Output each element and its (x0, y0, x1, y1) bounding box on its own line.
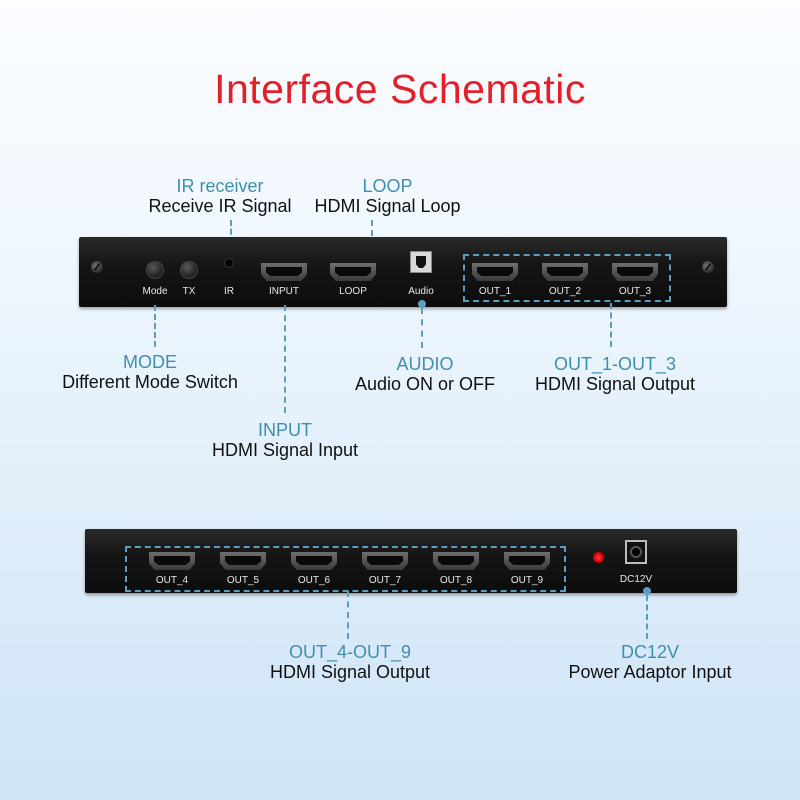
out-6-label: OUT_6 (297, 575, 331, 586)
dc-power-jack[interactable] (625, 540, 647, 564)
label-dc: DC12V Power Adaptor Input (555, 642, 745, 682)
out-4-9-highlight (125, 546, 566, 592)
hdmi-loop-port[interactable] (330, 263, 376, 281)
label-out13: OUT_1-OUT_3 HDMI Signal Output (520, 354, 710, 394)
out-8-label: OUT_8 (439, 575, 473, 586)
label-mode: MODE Different Mode Switch (50, 352, 250, 392)
out-1-label: OUT_1 (478, 286, 512, 297)
audio-label: Audio (408, 286, 434, 297)
hdmi-out-9-port[interactable] (504, 552, 550, 570)
label-audio: AUDIO Audio ON or OFF (340, 354, 510, 394)
ir-receiver-icon (225, 259, 233, 267)
label-out49-desc: HDMI Signal Output (269, 662, 431, 683)
dc-bullet (643, 587, 651, 595)
label-audio-desc: Audio ON or OFF (354, 374, 496, 395)
hdmi-input-port[interactable] (261, 263, 307, 281)
dc-label: DC12V (619, 574, 653, 585)
label-dc-desc: Power Adaptor Input (568, 662, 732, 683)
label-dc-key: DC12V (620, 642, 680, 662)
hdmi-out-8-port[interactable] (433, 552, 479, 570)
label-input-key: INPUT (258, 420, 312, 440)
label-ir-desc: Receive IR Signal (148, 196, 292, 217)
label-out49-key: OUT_4-OUT_9 (288, 642, 412, 662)
label-loop-desc: HDMI Signal Loop (314, 196, 461, 217)
label-loop-key: LOOP (362, 176, 413, 196)
label-mode-key: MODE (123, 352, 177, 372)
hdmi-out-5-port[interactable] (220, 552, 266, 570)
label-out13-key: OUT_1-OUT_3 (553, 354, 677, 374)
out-5-label: OUT_5 (226, 575, 260, 586)
audio-connector (421, 308, 423, 348)
device-panel-rear: OUT_4 OUT_5 OUT_6 OUT_7 OUT_8 OUT_9 DC12… (85, 529, 737, 593)
out-4-label: OUT_4 (155, 575, 189, 586)
loop-label: LOOP (339, 286, 367, 297)
out-1-3-highlight (463, 254, 671, 302)
out-2-label: OUT_2 (548, 286, 582, 297)
page-title: Interface Schematic (214, 66, 586, 112)
out49-connector (347, 591, 349, 639)
label-mode-desc: Different Mode Switch (62, 372, 238, 393)
input-label: INPUT (269, 286, 299, 297)
label-input: INPUT HDMI Signal Input (195, 420, 375, 460)
label-ir-key: IR receiver (176, 176, 264, 196)
label-ir: IR receiver Receive IR Signal (140, 176, 300, 216)
tx-button[interactable] (180, 261, 198, 279)
mode-label: Mode (142, 286, 168, 297)
hdmi-out-1-port[interactable] (472, 263, 518, 281)
label-out49: OUT_4-OUT_9 HDMI Signal Output (250, 642, 450, 682)
ir-connector (230, 220, 232, 252)
screw-icon (702, 261, 714, 273)
mode-button[interactable] (146, 261, 164, 279)
ir-label: IR (224, 286, 234, 297)
tx-label: TX (182, 286, 196, 297)
label-out13-desc: HDMI Signal Output (534, 374, 696, 395)
out-7-label: OUT_7 (368, 575, 402, 586)
device-panel-front: Mode TX IR INPUT LOOP Audio OUT_1 OUT_2 … (79, 237, 727, 307)
input-connector (284, 305, 286, 413)
hdmi-out-3-port[interactable] (612, 263, 658, 281)
out-3-label: OUT_3 (618, 286, 652, 297)
screw-icon (91, 261, 103, 273)
hdmi-out-7-port[interactable] (362, 552, 408, 570)
hdmi-out-4-port[interactable] (149, 552, 195, 570)
label-audio-key: AUDIO (396, 354, 454, 374)
out13-connector (610, 303, 612, 347)
hdmi-out-6-port[interactable] (291, 552, 337, 570)
hdmi-out-2-port[interactable] (542, 263, 588, 281)
label-loop: LOOP HDMI Signal Loop (300, 176, 475, 216)
dc-connector (646, 595, 648, 639)
power-led-icon (593, 552, 604, 563)
out-9-label: OUT_9 (510, 575, 544, 586)
mode-connector (154, 305, 156, 347)
audio-bullet (418, 300, 426, 308)
optical-audio-port[interactable] (410, 251, 432, 273)
label-input-desc: HDMI Signal Input (211, 440, 359, 461)
